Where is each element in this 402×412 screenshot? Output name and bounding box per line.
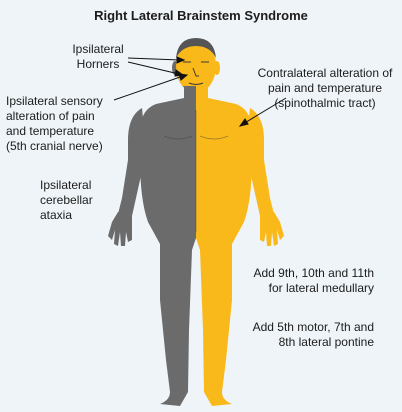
pontine-line-2: 8th lateral pontine: [278, 335, 374, 349]
contralateral-label: Contralateral alteration of pain and tem…: [250, 66, 400, 111]
sensory-line-2: alteration of pain: [6, 109, 95, 123]
ataxia-label: Ipsilateral cerebellar ataxia: [40, 178, 93, 223]
medullary-label: Add 9th, 10th and 11th for lateral medul…: [240, 266, 374, 296]
arrow-horners-2: [127, 61, 180, 75]
arrowhead-horners-1: [176, 56, 186, 64]
diagram-title: Right Lateral Brainstem Syndrome: [94, 8, 308, 23]
arrow-horners-1: [127, 57, 181, 61]
medullary-line-1: Add 9th, 10th and 11th: [253, 266, 374, 280]
sensory-line-4: (5th cranial nerve): [6, 139, 103, 153]
sensory-line-1: Ipsilateral sensory: [6, 94, 103, 108]
horners-line-1: Ipsilateral: [72, 42, 124, 56]
callout-arrows: [113, 56, 287, 127]
sensory-label: Ipsilateral sensory alteration of pain a…: [6, 94, 103, 154]
arrowhead-sensory: [178, 73, 189, 81]
contralateral-line-3: (spinothalmic tract): [274, 96, 376, 110]
horners-line-2: Horners: [76, 57, 120, 71]
anatomy-lines: [163, 110, 229, 232]
medullary-line-2: for lateral medullary: [268, 281, 374, 295]
pontine-label: Add 5th motor, 7th and 8th lateral ponti…: [240, 320, 374, 350]
sensory-line-3: and temperature: [6, 124, 95, 138]
arrowhead-contralateral: [238, 118, 249, 127]
ataxia-line-1: Ipsilateral: [40, 178, 92, 192]
contralateral-line-2: pain and temperature: [267, 81, 383, 95]
ataxia-line-3: ataxia: [40, 208, 73, 222]
ataxia-line-2: cerebellar: [40, 193, 93, 207]
horners-label: Ipsilateral Horners: [68, 42, 128, 72]
facial-features: [183, 61, 209, 85]
arrow-sensory: [113, 75, 184, 101]
hair-shape: [176, 38, 216, 58]
pontine-line-1: Add 5th motor, 7th and: [252, 320, 374, 334]
arrow-contralateral: [242, 97, 287, 125]
contralateral-line-1: Contralateral alteration of: [257, 66, 393, 80]
